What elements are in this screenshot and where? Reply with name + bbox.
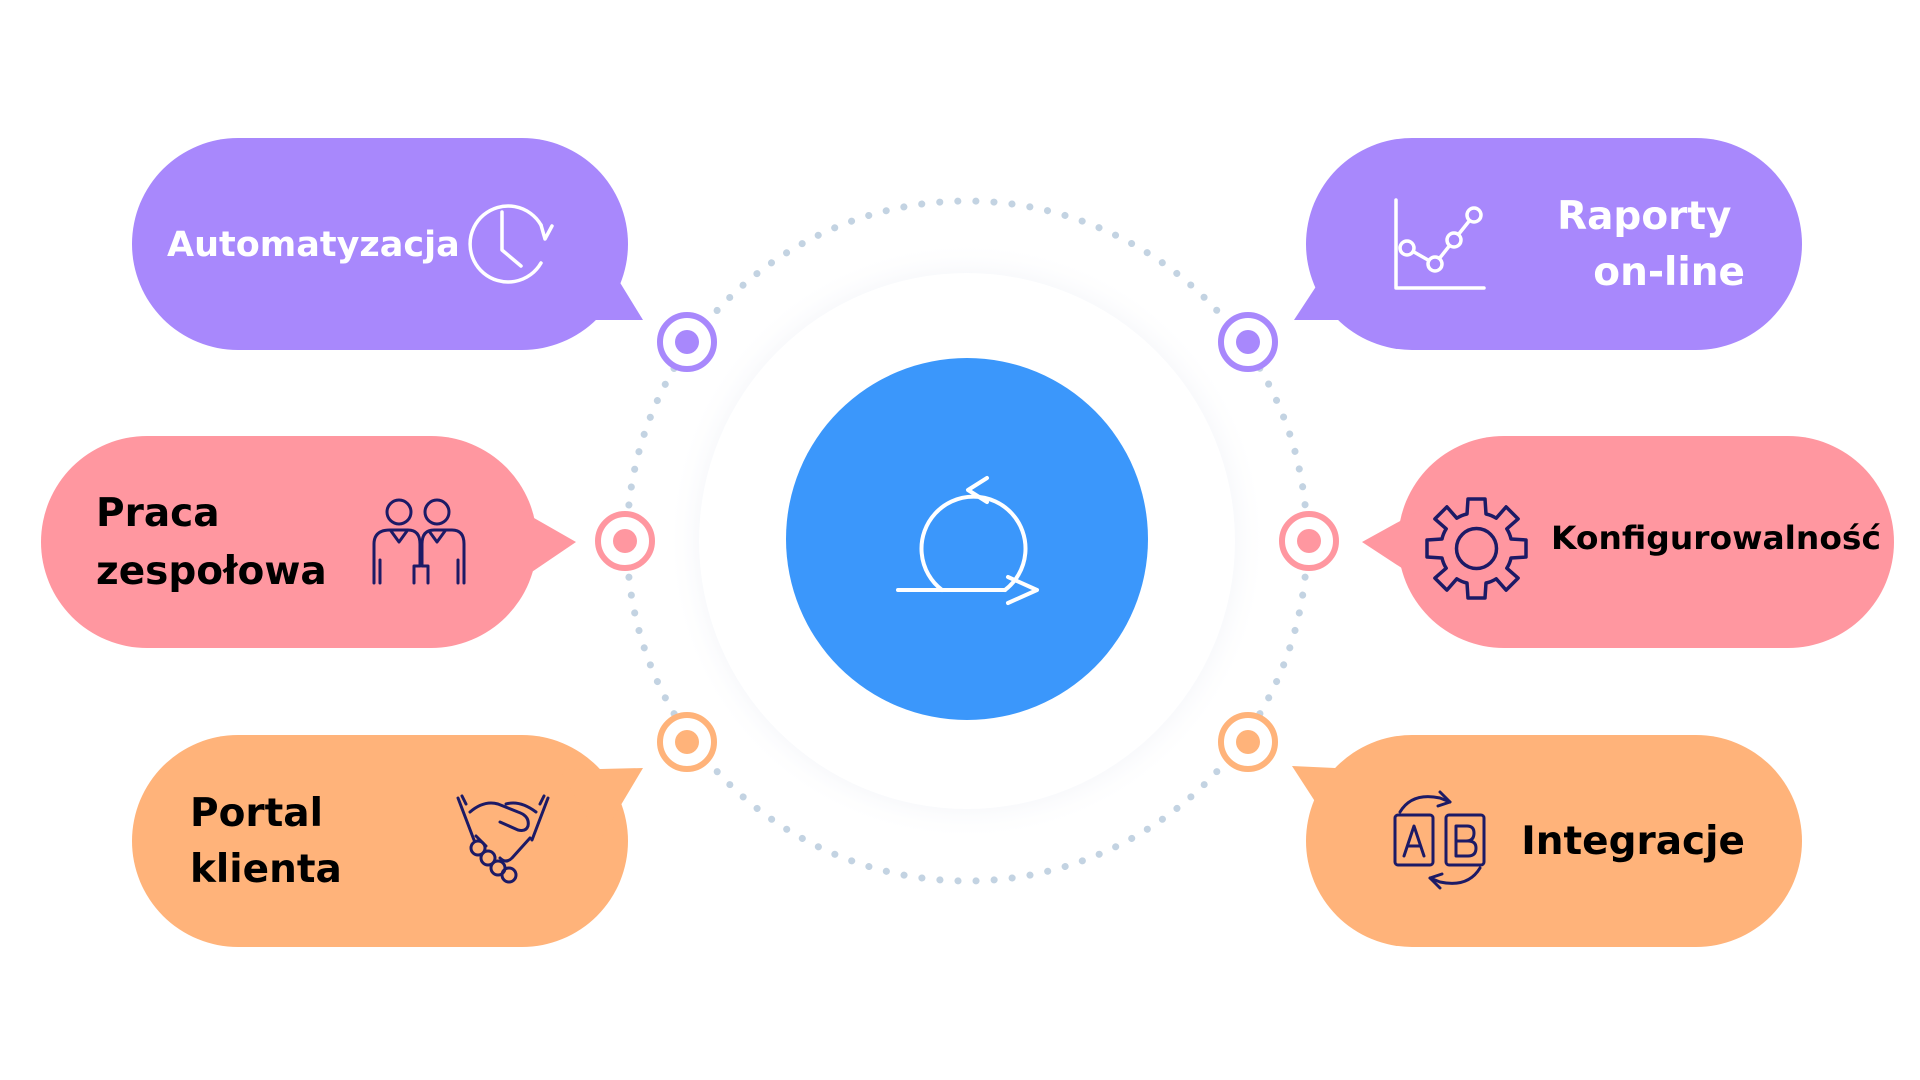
- line-chart-icon: [1394, 198, 1486, 290]
- agile-cycle-icon: [896, 476, 1039, 605]
- label-raporty-line-1: Raporty: [1557, 194, 1731, 239]
- label-portal-line-1: Portal: [190, 791, 323, 836]
- label-praca: Praca zespołowa: [96, 491, 327, 594]
- bubble-praca: [41, 436, 576, 648]
- bubble-portal: [132, 735, 643, 947]
- bubble-integracje: [1292, 735, 1802, 947]
- center-circle: [786, 358, 1148, 720]
- connector-node-integracje: [1218, 712, 1278, 772]
- label-raporty: Raporty on-line: [1557, 194, 1745, 295]
- label-praca-line-1: Praca: [96, 491, 220, 536]
- connector-node-automatyzacja: [657, 312, 717, 372]
- label-portal-line-2: klienta: [190, 847, 342, 892]
- connector-node-konfigurowalnosc: [1279, 511, 1339, 571]
- label-konfigurowalnosc: Konfigurowalność: [1551, 519, 1881, 557]
- ab-swap-icon: [1393, 790, 1486, 890]
- label-portal: Portal klienta: [190, 791, 342, 892]
- team-icon: [372, 498, 466, 585]
- label-praca-line-2: zespołowa: [96, 549, 327, 594]
- connector-node-raporty: [1218, 312, 1278, 372]
- bubble-automatyzacja: [132, 138, 643, 350]
- connector-node-praca: [595, 511, 655, 571]
- connector-node-portal: [657, 712, 717, 772]
- bubble-konfigurowalnosc: [1362, 436, 1894, 648]
- gear-icon: [1425, 497, 1528, 600]
- handshake-icon: [456, 794, 550, 884]
- label-integracje: Integracje: [1521, 819, 1745, 864]
- label-raporty-line-2: on-line: [1593, 250, 1745, 295]
- bubble-raporty: [1294, 138, 1802, 350]
- label-automatyzacja: Automatyzacja: [167, 225, 460, 265]
- clock-icon: [468, 204, 554, 284]
